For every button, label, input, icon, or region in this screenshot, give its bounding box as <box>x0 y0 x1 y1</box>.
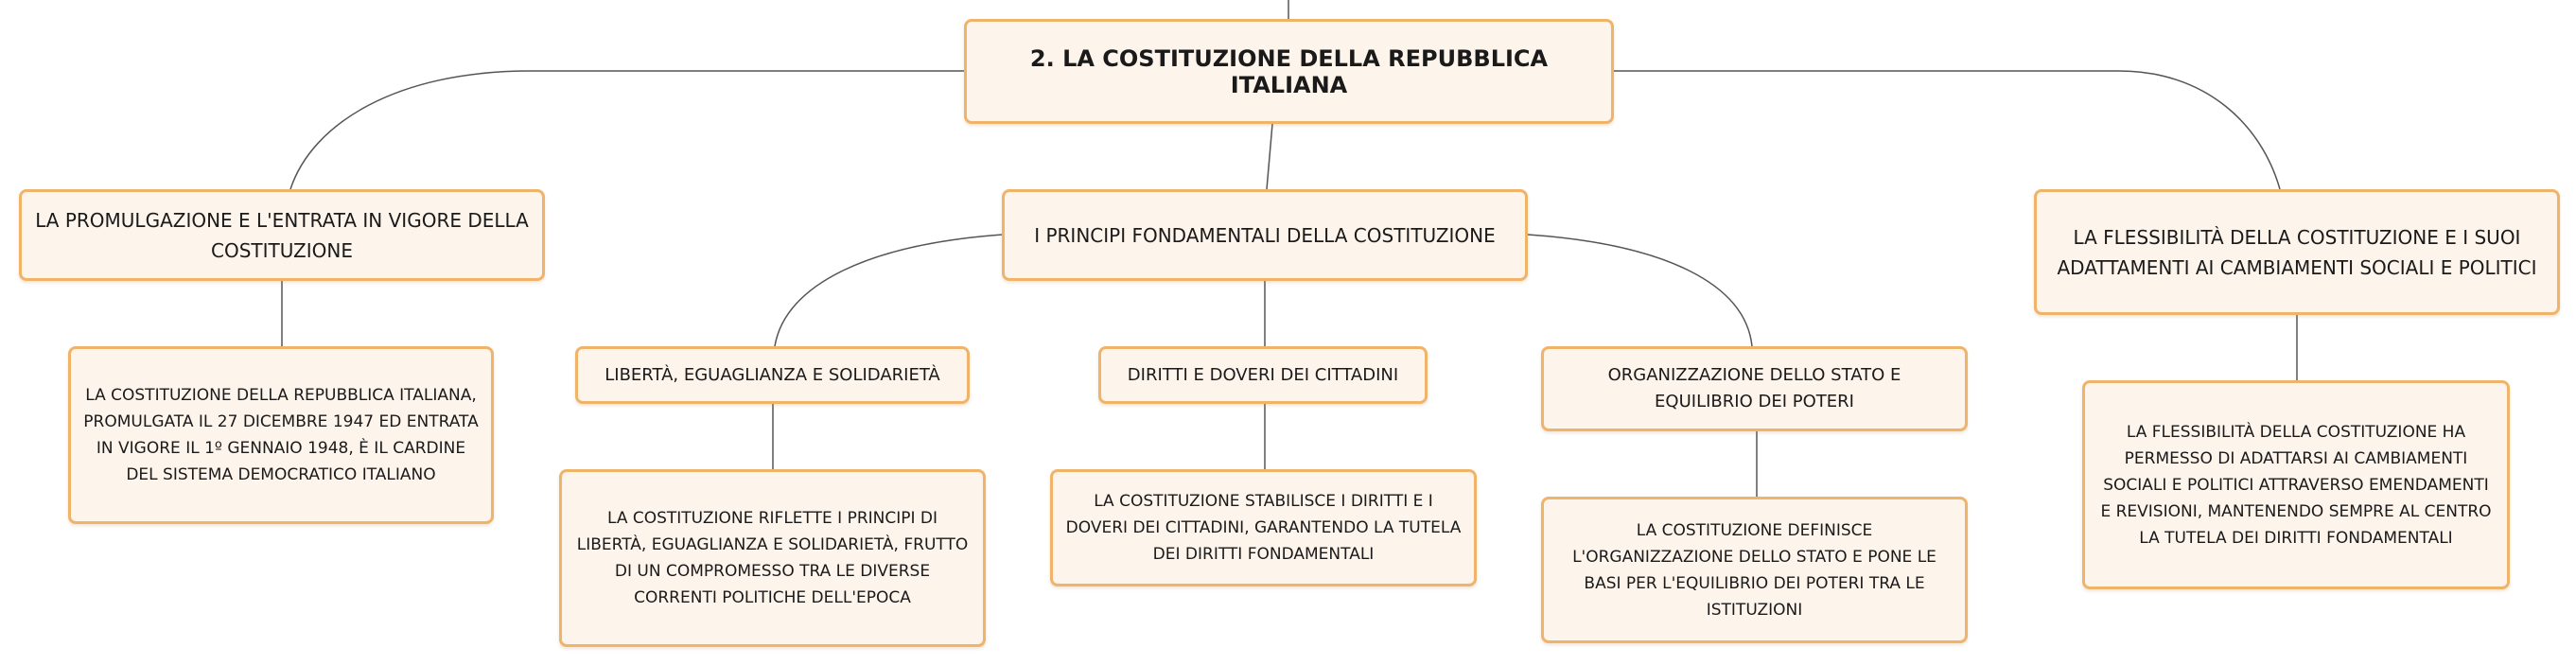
topic-principi-label: I PRINCIPI FONDAMENTALI DELLA COSTITUZIO… <box>1034 223 1496 247</box>
connector-principi-organizzazione <box>1527 234 1753 347</box>
topic-promulgazione[interactable]: LA PROMULGAZIONE E L'ENTRATA IN VIGORE D… <box>19 189 545 281</box>
connector-principi-liberta <box>774 234 1004 347</box>
detail-diritti[interactable]: LA COSTITUZIONE STABILISCE I DIRITTI E I… <box>1050 469 1477 586</box>
detail-promulgazione[interactable]: LA COSTITUZIONE DELLA REPUBBLICA ITALIAN… <box>68 346 494 524</box>
detail-flessibilita[interactable]: LA FLESSIBILITÀ DELLA COSTITUZIONE HA PE… <box>2082 380 2510 589</box>
detail-promulgazione-text: LA COSTITUZIONE DELLA REPUBBLICA ITALIAN… <box>83 386 479 484</box>
subtopic-liberta[interactable]: LIBERTÀ, EGUAGLIANZA E SOLIDARIETÀ <box>575 346 970 404</box>
topic-flessibilita-label: LA FLESSIBILITÀ DELLA COSTITUZIONE E I S… <box>2057 225 2537 279</box>
detail-diritti-text: LA COSTITUZIONE STABILISCE I DIRITTI E I… <box>1065 492 1462 564</box>
topic-flessibilita[interactable]: LA FLESSIBILITÀ DELLA COSTITUZIONE E I S… <box>2034 189 2560 315</box>
subtopic-diritti-label: DIRITTI E DOVERI DEI CITTADINI <box>1127 364 1399 385</box>
root-topic[interactable]: 2. LA COSTITUZIONE DELLA REPUBBLICA ITAL… <box>964 19 1614 124</box>
detail-liberta[interactable]: LA COSTITUZIONE RIFLETTE I PRINCIPI DI L… <box>559 469 986 647</box>
connector-root-flessibilita <box>1614 70 2281 190</box>
subtopic-organizzazione-label: ORGANIZZAZIONE DELLO STATO E EQUILIBRIO … <box>1607 365 1901 411</box>
detail-liberta-text: LA COSTITUZIONE RIFLETTE I PRINCIPI DI L… <box>576 509 969 607</box>
subtopic-liberta-label: LIBERTÀ, EGUAGLIANZA E SOLIDARIETÀ <box>605 364 940 385</box>
detail-organizzazione[interactable]: LA COSTITUZIONE DEFINISCE L'ORGANIZZAZIO… <box>1541 497 1968 643</box>
subtopic-organizzazione[interactable]: ORGANIZZAZIONE DELLO STATO E EQUILIBRIO … <box>1541 346 1968 431</box>
root-topic-label: 2. LA COSTITUZIONE DELLA REPUBBLICA ITAL… <box>1029 44 1549 98</box>
topic-principi[interactable]: I PRINCIPI FONDAMENTALI DELLA COSTITUZIO… <box>1002 189 1528 281</box>
connector-root-promulgazione <box>289 70 964 190</box>
detail-flessibilita-text: LA FLESSIBILITÀ DELLA COSTITUZIONE HA PE… <box>2100 422 2492 548</box>
topic-promulgazione-label: LA PROMULGAZIONE E L'ENTRATA IN VIGORE D… <box>35 208 529 262</box>
connector-root-principi <box>1266 123 1273 190</box>
detail-organizzazione-text: LA COSTITUZIONE DEFINISCE L'ORGANIZZAZIO… <box>1572 520 1936 620</box>
subtopic-diritti[interactable]: DIRITTI E DOVERI DEI CITTADINI <box>1098 346 1428 404</box>
